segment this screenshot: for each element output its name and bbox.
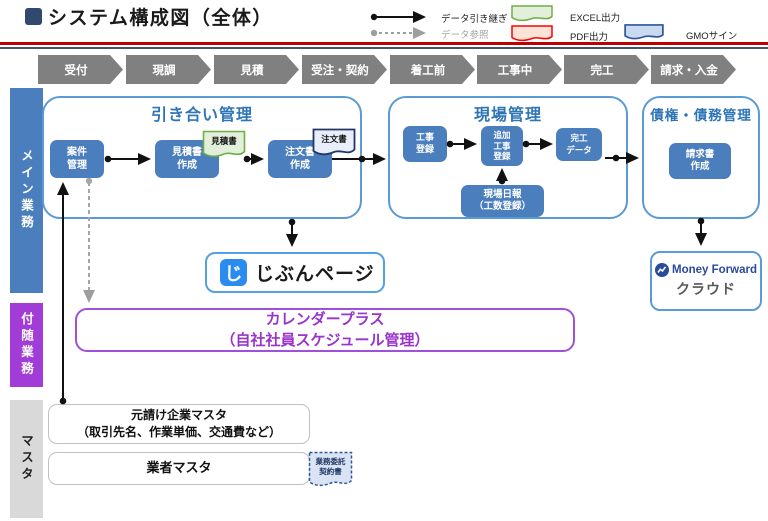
estimate-sheet-document-icon: 見積書 <box>202 130 246 160</box>
process-step-mitsumori: 見積 <box>214 55 299 84</box>
calendar-plus-box: カレンダープラス （自社社員スケジュール管理） <box>75 308 575 352</box>
legend-pdf-label: PDF出力 <box>570 32 609 43</box>
process-step-juchu-keiyaku: 受注・契約 <box>302 55 387 84</box>
case-management-box: 案件 管理 <box>50 140 104 178</box>
legend-excel-label: EXCEL出力 <box>570 13 621 24</box>
order-sheet-label: 注文書 <box>321 134 347 144</box>
outsourcing-contract-label: 業務委託 契約書 <box>315 457 346 477</box>
sidebar-master: マスタ <box>10 400 43 518</box>
money-forward-box: Money Forward クラウド <box>650 251 762 311</box>
jibun-page-label: じぶんページ <box>255 264 375 285</box>
invoice-creation-box: 請求書 作成 <box>669 143 731 179</box>
completion-data-box: 完工 データ <box>556 128 602 161</box>
header-rule-navy <box>0 46 768 49</box>
money-forward-product-label: クラウド <box>676 281 736 297</box>
legend-data-reference-label: データ参照 <box>441 30 489 41</box>
inquiry-management-title: 引き合い管理 <box>150 107 253 124</box>
sidebar-sub-business: 付随業務 <box>10 303 43 387</box>
process-step-kanko: 完工 <box>564 55 649 84</box>
process-step-gencho: 現調 <box>126 55 211 84</box>
vendor-master-box: 業者マスタ <box>48 452 310 485</box>
process-step-kojichu: 工事中 <box>477 55 562 84</box>
sidebar-master-label: マスタ <box>19 434 33 484</box>
order-sheet-document-icon: 注文書 <box>312 128 356 158</box>
sidebar-main-business: メイン業務 <box>10 88 43 293</box>
jibun-page-box: じ じぶんページ <box>205 252 385 293</box>
jibun-page-icon: じ <box>220 259 247 286</box>
page-title: システム構成図（全体） <box>48 8 273 29</box>
site-management-title: 現場管理 <box>473 107 542 124</box>
pdf-document-icon <box>511 25 553 43</box>
site-daily-report-box: 現場日報 （工数登録） <box>461 185 544 217</box>
excel-document-icon <box>511 5 553 23</box>
legend-gmo-label: GMOサイン <box>686 31 738 42</box>
sidebar-sub-business-label: 付随業務 <box>19 312 33 378</box>
gmo-sign-document-icon <box>624 24 664 41</box>
header-rule-red <box>0 42 768 45</box>
process-step-seikyu-nyukin: 請求・入金 <box>651 55 736 84</box>
credit-debt-management-title: 債権・債務管理 <box>650 108 752 123</box>
process-step-chakko-mae: 着工前 <box>390 55 475 84</box>
money-forward-brand-label: Money Forward <box>672 264 757 276</box>
additional-construction-box: 追加 工事 登録 <box>481 126 523 166</box>
estimate-sheet-label: 見積書 <box>211 136 237 146</box>
prime-contractor-master-box: 元請け企業マスタ （取引先名、作業単価、交通費など） <box>48 404 310 444</box>
legend-data-handover-label: データ引き継ぎ <box>441 14 508 25</box>
construction-registration-box: 工事 登録 <box>403 126 447 162</box>
title-bullet-square-icon <box>25 8 42 25</box>
money-forward-logo-icon <box>655 263 669 277</box>
process-step-uketsuke: 受付 <box>38 55 123 84</box>
money-forward-brand-row: Money Forward <box>655 263 757 277</box>
outsourcing-contract-document-icon: 業務委託 契約書 <box>308 451 353 489</box>
sidebar-main-business-label: メイン業務 <box>19 149 33 232</box>
